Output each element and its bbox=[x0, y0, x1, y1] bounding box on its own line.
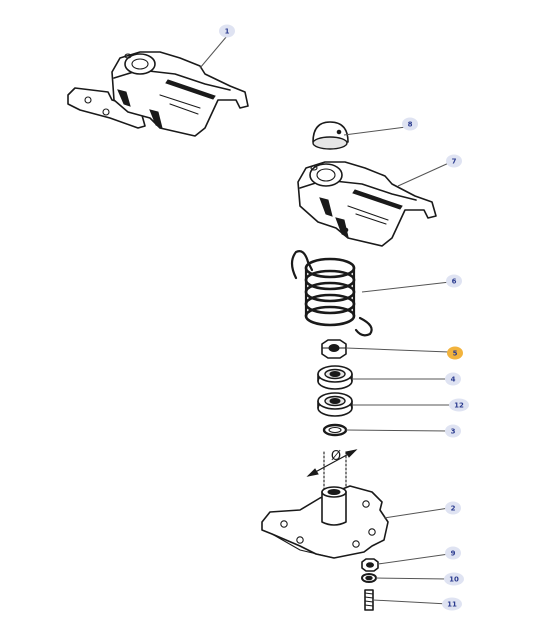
part-12-bearing[interactable] bbox=[317, 392, 353, 417]
part-8-cap[interactable] bbox=[312, 121, 349, 150]
callout-badge-bg bbox=[442, 597, 462, 611]
callout-4[interactable]: 4 bbox=[445, 372, 461, 386]
part-6-spring[interactable] bbox=[290, 250, 373, 337]
callout-label: 11 bbox=[447, 601, 457, 609]
part-9-nut[interactable] bbox=[361, 558, 379, 572]
callout-badge-bg bbox=[446, 154, 462, 168]
callout-3[interactable]: 3 bbox=[445, 424, 461, 438]
callout-label: 3 bbox=[451, 428, 456, 436]
part-10-washer[interactable] bbox=[361, 573, 377, 583]
callout-label: 4 bbox=[451, 376, 456, 384]
callout-label: 6 bbox=[452, 278, 457, 286]
callout-badge-bg bbox=[445, 372, 461, 386]
callout-8[interactable]: 8 bbox=[402, 117, 418, 131]
callout-12[interactable]: 12 bbox=[449, 398, 469, 412]
callout-label: 1 bbox=[225, 28, 230, 36]
callout-1[interactable]: 1 bbox=[219, 24, 235, 38]
part-1-bracket[interactable] bbox=[67, 51, 249, 137]
callout-badges: 1 8 7 6 5 4 12 3 2 9 10 11 bbox=[219, 24, 469, 611]
part-3-washer[interactable] bbox=[322, 423, 348, 437]
callout-label: 5 bbox=[453, 350, 458, 358]
callout-7[interactable]: 7 bbox=[446, 154, 462, 168]
callout-label: 10 bbox=[449, 576, 459, 584]
callout-11[interactable]: 11 bbox=[442, 597, 462, 611]
callout-label: 8 bbox=[408, 121, 413, 129]
callout-2[interactable]: 2 bbox=[445, 501, 461, 515]
callout-label: 9 bbox=[451, 550, 456, 558]
callout-badge-bg bbox=[447, 346, 463, 360]
diameter-symbol: Ø bbox=[331, 449, 341, 464]
callout-badge-bg bbox=[446, 274, 462, 288]
callout-6[interactable]: 6 bbox=[446, 274, 462, 288]
callout-badge-bg bbox=[445, 424, 461, 438]
callout-10[interactable]: 10 bbox=[444, 572, 464, 586]
part-4-bearing[interactable] bbox=[317, 365, 353, 390]
part-7-bracket[interactable] bbox=[297, 161, 437, 247]
callout-badge-bg bbox=[445, 546, 461, 560]
leader-lines bbox=[199, 35, 452, 605]
callout-label: 2 bbox=[451, 505, 456, 513]
callout-badge-bg bbox=[449, 398, 469, 412]
callout-label: 7 bbox=[452, 158, 457, 166]
part-5-nut[interactable] bbox=[321, 339, 347, 359]
callout-9[interactable]: 9 bbox=[445, 546, 461, 560]
part-2-base-plate[interactable] bbox=[261, 485, 389, 559]
callout-badge-bg bbox=[445, 501, 461, 515]
diameter-dimension: Ø bbox=[306, 449, 358, 499]
callout-badge-bg bbox=[402, 117, 418, 131]
callout-badge-bg bbox=[219, 24, 235, 38]
callout-badge-bg bbox=[444, 572, 464, 586]
callout-label: 12 bbox=[454, 402, 464, 410]
part-11-stud[interactable] bbox=[364, 589, 374, 611]
callout-5[interactable]: 5 bbox=[447, 346, 463, 360]
